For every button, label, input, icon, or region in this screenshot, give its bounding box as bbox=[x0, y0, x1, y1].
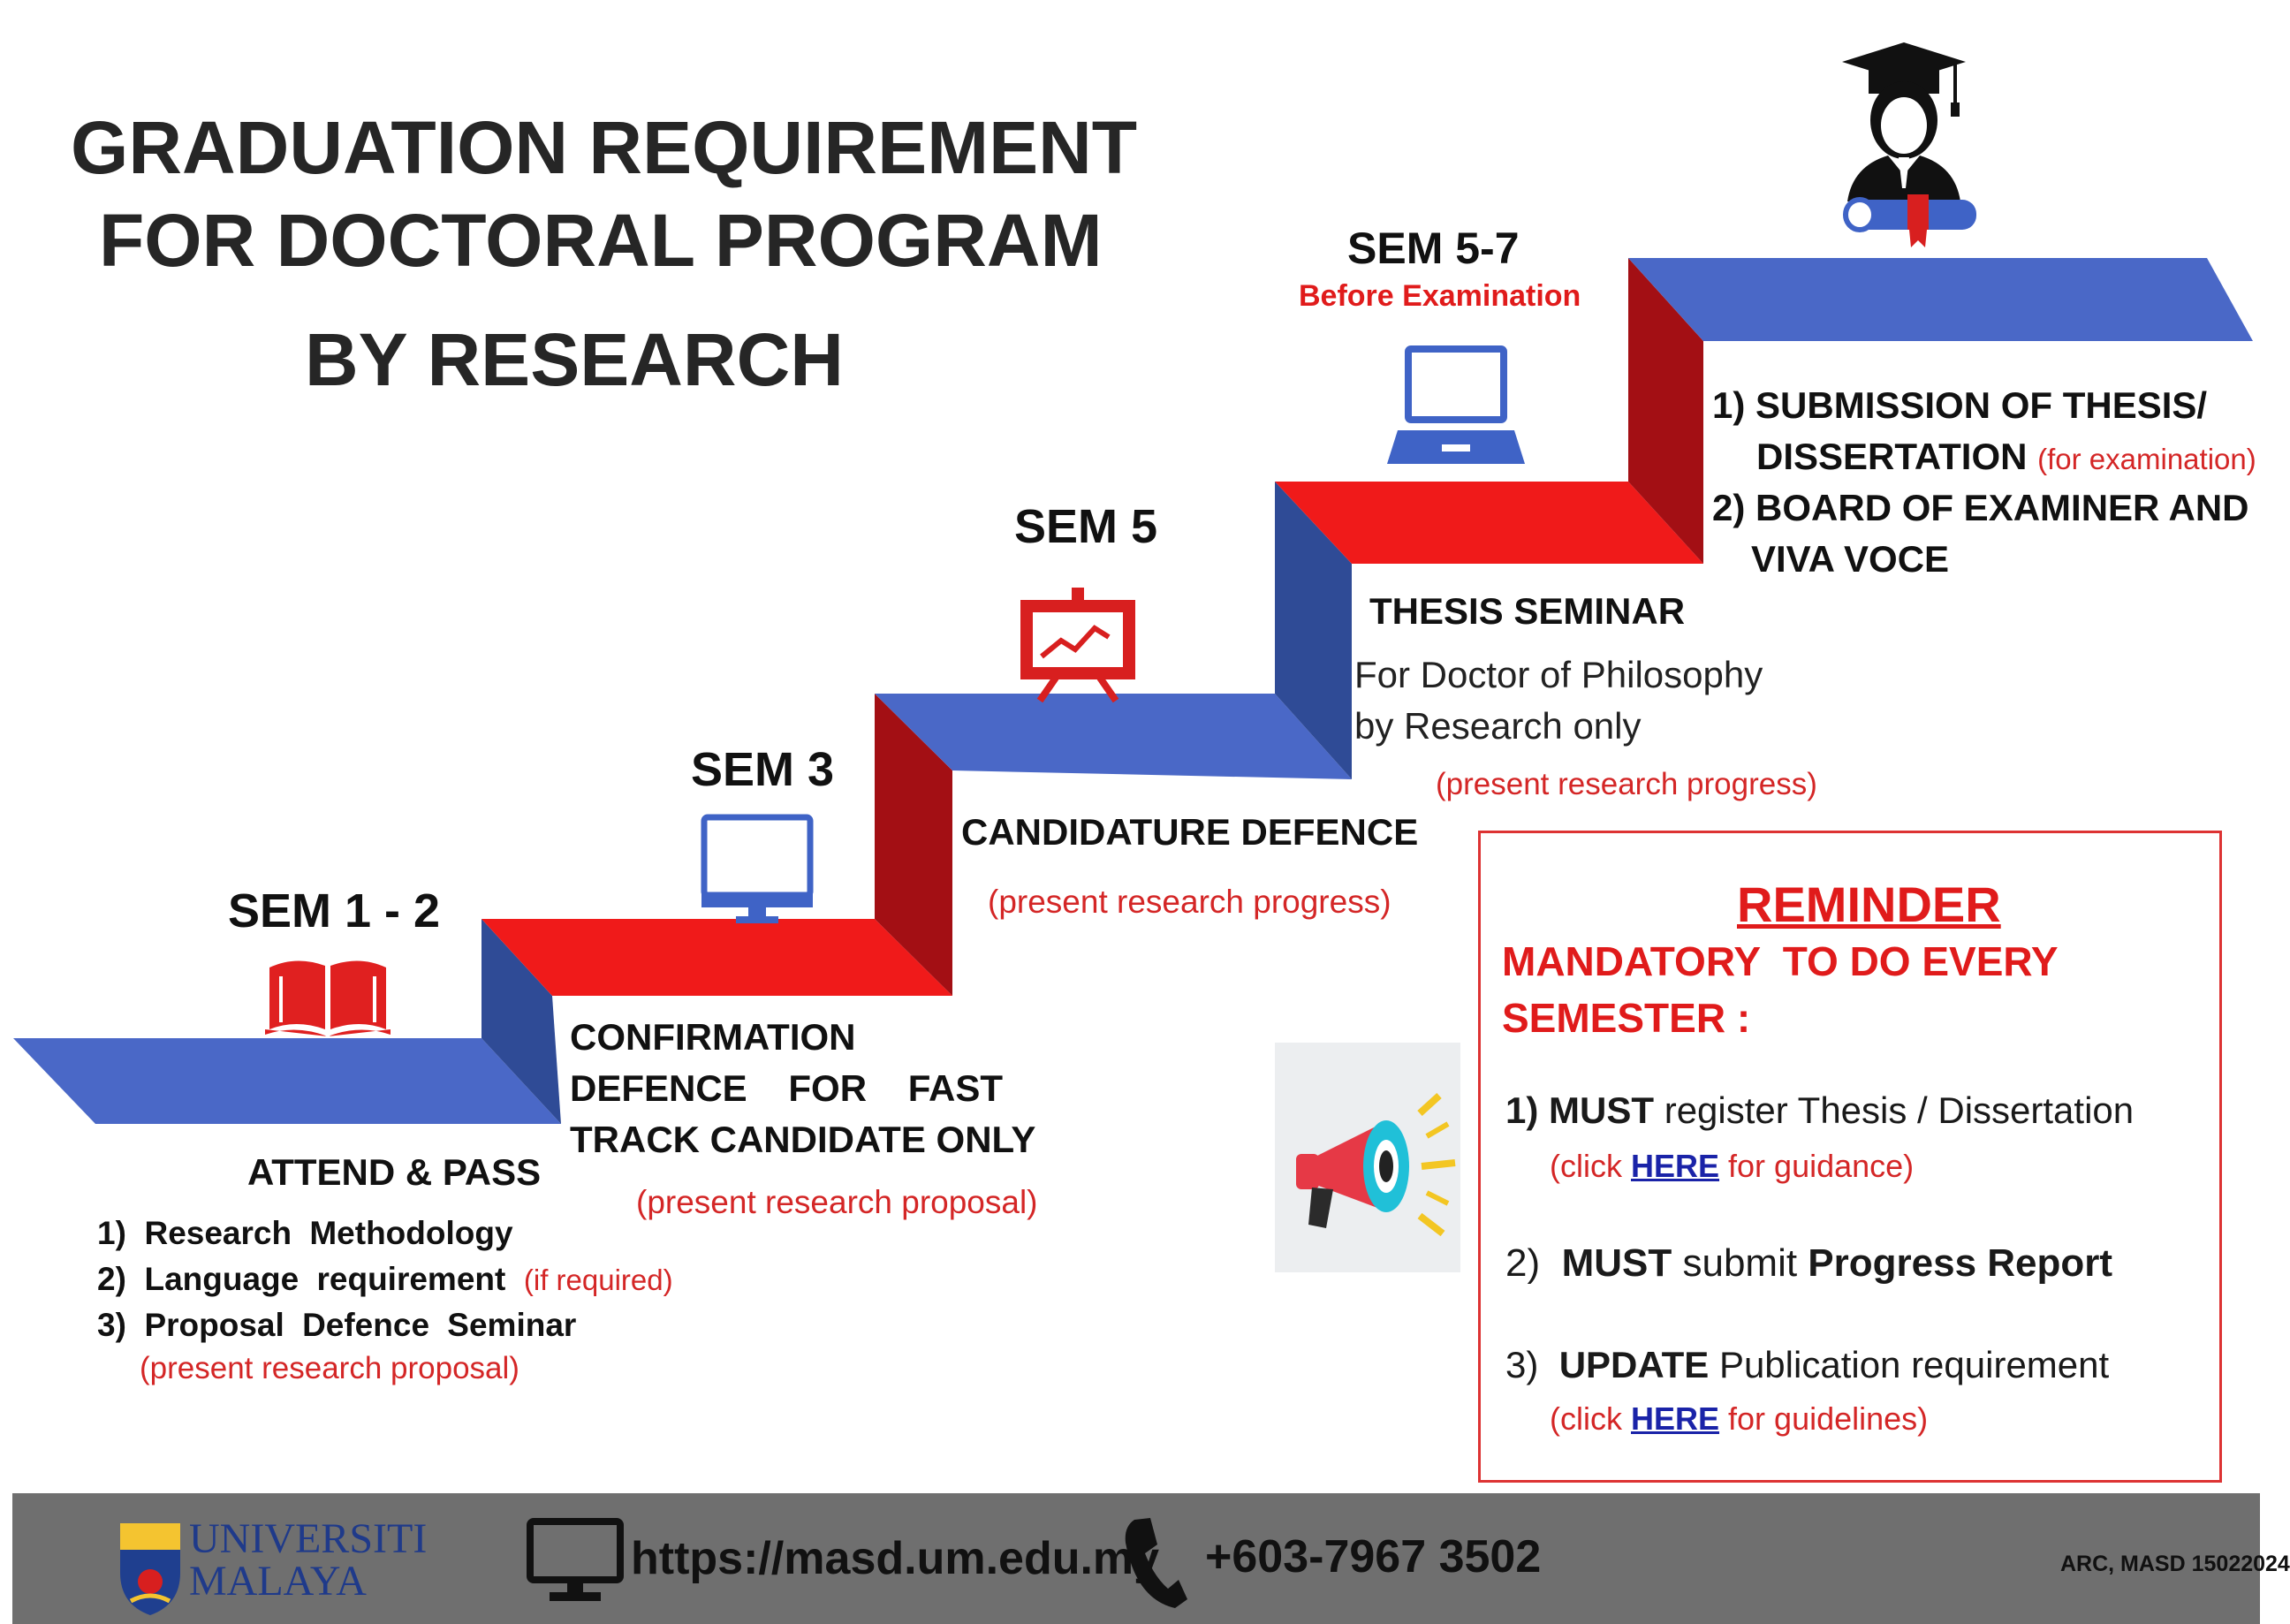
guidelines-link[interactable]: HERE bbox=[1631, 1400, 1720, 1437]
phone-number[interactable]: +603-7967 3502 bbox=[1205, 1531, 1542, 1582]
step-1-note: (present research proposal) bbox=[140, 1351, 519, 1385]
reminder-subtitle: MANDATORY TO DO EVERY SEMESTER : bbox=[1502, 938, 2059, 1041]
step-4-note: (present research progress) bbox=[1436, 767, 1817, 801]
guidance-link[interactable]: HERE bbox=[1631, 1148, 1720, 1184]
reminder-hint-3: (click HERE for guidelines) bbox=[1550, 1400, 1929, 1437]
step-3-top bbox=[875, 694, 1352, 779]
step-5-top bbox=[1628, 258, 2253, 341]
sem-5-7-label: SEM 5-7 bbox=[1347, 224, 1520, 273]
phone-icon bbox=[1125, 1518, 1187, 1608]
reminder-hint-1: (click HERE for guidance) bbox=[1550, 1148, 1915, 1184]
footer-bar: UNIVERSITI MALAYA https://masd.um.edu.my… bbox=[12, 1493, 2290, 1624]
megaphone-panel bbox=[1275, 1043, 1460, 1272]
sem-3-label: SEM 3 bbox=[691, 743, 835, 796]
graduate-icon bbox=[1842, 42, 1976, 247]
monitor-icon bbox=[701, 814, 814, 923]
step-4-riser bbox=[1628, 258, 1703, 564]
thesis-seminar-heading: THESIS SEMINAR bbox=[1369, 590, 1686, 632]
list-item: 1) Research Methodology bbox=[97, 1215, 513, 1251]
reminder-box: REMINDER MANDATORY TO DO EVERY SEMESTER … bbox=[1478, 831, 2222, 1483]
list-item: 2) Language requirement (if required) bbox=[97, 1261, 673, 1297]
title-line-3: BY RESEARCH bbox=[305, 318, 844, 401]
step-3-riser bbox=[1275, 482, 1352, 779]
step-1-riser bbox=[482, 919, 561, 1124]
list-item: 2) BOARD OF EXAMINER AND bbox=[1712, 487, 2249, 528]
step-2-riser bbox=[875, 694, 952, 996]
step-1-list: 1) Research Methodology 2) Language requ… bbox=[97, 1215, 673, 1386]
list-item: 1) SUBMISSION OF THESIS/ bbox=[1712, 384, 2208, 426]
reminder-item-2: 2) MUST submit Progress Report bbox=[1505, 1241, 2113, 1285]
sem-5-label: SEM 5 bbox=[1014, 500, 1158, 553]
staircase bbox=[13, 42, 2253, 1124]
list-item: 3) Proposal Defence Seminar bbox=[97, 1307, 577, 1343]
attend-pass-heading: ATTEND & PASS bbox=[247, 1151, 542, 1193]
confirmation-defence-heading: CONFIRMATION DEFENCE FOR FAST TRACK CAND… bbox=[570, 1016, 1036, 1160]
before-examination-label: Before Examination bbox=[1299, 279, 1581, 313]
university-name: UNIVERSITI MALAYA bbox=[189, 1515, 428, 1605]
book-icon bbox=[265, 960, 391, 1036]
title-line-2: FOR DOCTORAL PROGRAM bbox=[99, 199, 1103, 282]
step-1-top bbox=[13, 1038, 561, 1124]
thesis-seminar-desc: For Doctor of Philosophy by Research onl… bbox=[1354, 654, 1763, 747]
document-code: ARC, MASD 15022024 bbox=[2060, 1552, 2290, 1576]
reminder-item-1: 1) MUST register Thesis / Dissertation bbox=[1505, 1089, 2135, 1131]
candidature-defence-heading: CANDIDATURE DEFENCE bbox=[961, 811, 1419, 853]
website-link[interactable]: https://masd.um.edu.my bbox=[631, 1533, 1160, 1584]
final-step-list: 1) SUBMISSION OF THESIS/ DISSERTATION (f… bbox=[1712, 384, 2256, 580]
reminder-item-3: 3) UPDATE Publication requirement bbox=[1505, 1344, 2110, 1385]
title-line-1: GRADUATION REQUIREMENT bbox=[71, 106, 1138, 189]
presentation-board-icon bbox=[1020, 588, 1135, 703]
sem-1-2-label: SEM 1 - 2 bbox=[228, 884, 441, 937]
step-2-note: (present research proposal) bbox=[636, 1184, 1038, 1220]
megaphone-icon bbox=[1296, 1093, 1456, 1237]
step-3-note: (present research progress) bbox=[988, 884, 1391, 920]
computer-icon bbox=[527, 1518, 624, 1601]
step-4-top bbox=[1275, 482, 1703, 564]
university-crest-icon bbox=[120, 1523, 180, 1615]
laptop-icon bbox=[1387, 345, 1525, 464]
step-2-top bbox=[482, 919, 952, 996]
reminder-title: REMINDER bbox=[1737, 877, 2001, 932]
